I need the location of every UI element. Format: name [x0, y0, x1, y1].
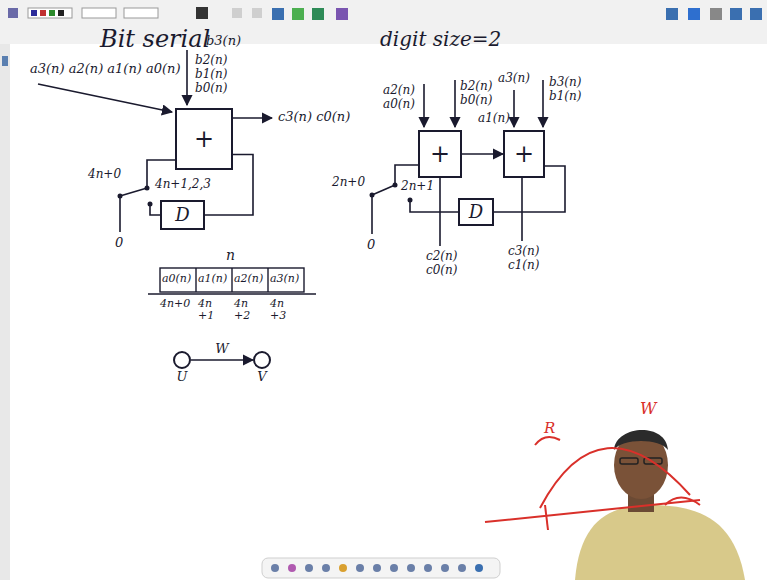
node-text: +: [430, 142, 450, 166]
switch-contacts: [118, 186, 153, 207]
adder-box: +: [175, 108, 233, 170]
pen-toolbar: [262, 558, 500, 578]
toolbar-icons: [8, 7, 762, 20]
handwritten-label: 4n +1: [198, 298, 228, 322]
handwritten-label: W: [640, 400, 656, 418]
handwritten-label: b3(n): [206, 34, 241, 48]
connector: [462, 153, 503, 155]
handwritten-label: n: [226, 248, 235, 263]
handwritten-label: 4n +2: [234, 298, 264, 322]
pen-toolbar-icons: [271, 564, 483, 572]
signal-wires: [38, 50, 272, 232]
handwritten-label: a3(n) a2(n) a1(n) a0(n): [30, 62, 181, 76]
handwritten-label: a3(n): [270, 273, 299, 285]
handwritten-label: b3(n): [549, 76, 581, 89]
handwritten-label: 4n+1,2,3: [155, 178, 211, 191]
handwritten-label: c3(n) c0(n): [278, 110, 350, 124]
node-text: +: [514, 142, 534, 166]
graph-node: V: [253, 351, 271, 369]
node-text: V: [257, 370, 266, 383]
adder-box: +: [418, 130, 462, 178]
handwritten-label: 2n+0: [332, 176, 365, 189]
handwritten-label: c1(n): [508, 259, 539, 272]
handwritten-label: b0(n): [195, 82, 227, 95]
handwritten-label: a2(n): [383, 84, 415, 97]
node-text: +: [194, 127, 214, 151]
edge-label: W: [213, 342, 230, 356]
delay-box: D: [160, 200, 205, 230]
handwritten-label: a0(n): [162, 273, 191, 285]
graph-node: U: [173, 351, 191, 369]
handwritten-label: b0(n): [460, 94, 492, 107]
handwritten-label: b1(n): [195, 68, 227, 81]
handwritten-label: c2(n): [426, 250, 457, 263]
handwritten-label: 4n+0: [88, 168, 121, 181]
time-table: [148, 268, 316, 294]
red-annotation: [485, 437, 700, 530]
title: Bit serial: [100, 26, 210, 52]
side-bar: [0, 44, 10, 580]
handwritten-label: a2(n): [234, 273, 263, 285]
handwritten-label: 2n+1: [401, 180, 434, 193]
handwritten-label: a3(n): [498, 72, 530, 85]
delay-box: D: [458, 198, 494, 226]
handwritten-label: b2(n): [195, 54, 227, 67]
signal-wires: [372, 80, 543, 246]
handwritten-label: a1(n): [198, 273, 227, 285]
handwritten-label: 0: [115, 236, 123, 250]
handwritten-label: a1(n): [478, 112, 510, 125]
node-text: D: [469, 203, 483, 221]
handwritten-label: b2(n): [460, 80, 492, 93]
handwritten-label: b1(n): [549, 90, 581, 103]
side-marker: [2, 56, 8, 66]
handwritten-label: a0(n): [383, 98, 415, 111]
handwritten-label: 4n+0: [160, 298, 194, 310]
node-text: D: [175, 206, 189, 224]
handwritten-label: 0: [367, 238, 375, 252]
connector: [191, 359, 253, 361]
handwritten-label: digit size=2: [380, 28, 501, 50]
handwritten-label: R: [544, 420, 555, 437]
handwritten-label: c3(n): [508, 245, 539, 258]
adder-box: +: [503, 130, 545, 178]
node-text: U: [177, 370, 188, 383]
handwritten-label: c0(n): [426, 264, 457, 277]
handwritten-label: 4n +3: [270, 298, 300, 322]
connector: [205, 155, 253, 216]
